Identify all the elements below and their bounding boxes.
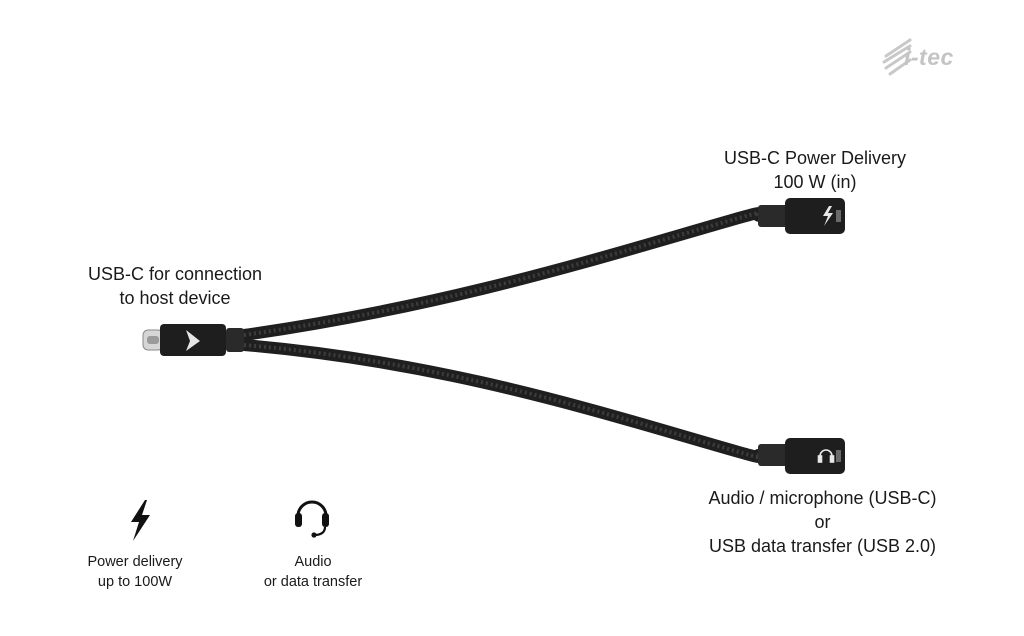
audio-label-line-1: Audio / microphone (USB-C) (708, 488, 937, 508)
host-label-line-2: to host device (119, 288, 231, 308)
power-feature-line-1: Power delivery (87, 554, 183, 570)
host-connection-label: USB-C for connection to host device (70, 262, 280, 310)
audio-feature-line-2: or data transfer (263, 574, 363, 590)
lightning-bolt-icon (131, 500, 150, 541)
i-tec-arrow-icon (186, 330, 200, 351)
logo-text: i-tec (904, 44, 954, 70)
pd-lightning-bolt-icon (823, 206, 833, 226)
audio-label-line-2: or (814, 512, 831, 532)
cable-lower (238, 339, 771, 463)
audio-data-label: Audio / microphone (USB-C) or USB data t… (680, 486, 965, 558)
pd-label-line-2: 100 W (in) (773, 172, 857, 192)
i-tec-logo: i-tec (880, 34, 990, 82)
host-usb-c-plug (142, 324, 244, 356)
power-delivery-feature: Power delivery up to 100W (60, 552, 210, 592)
audio-feature-line-1: Audio (294, 554, 332, 570)
headset-icon (295, 500, 329, 538)
power-feature-line-2: up to 100W (97, 574, 173, 590)
pd-usb-c-socket (758, 198, 845, 234)
i-tec-logo-mark-icon (882, 38, 912, 76)
pd-label-line-1: USB-C Power Delivery (723, 148, 907, 168)
audio-feature: Audio or data transfer (238, 552, 388, 592)
audio-headset-icon (817, 449, 835, 463)
audio-label-line-3: USB data transfer (USB 2.0) (708, 536, 937, 556)
power-delivery-label: USB-C Power Delivery 100 W (in) (700, 146, 930, 194)
host-label-line-1: USB-C for connection (87, 264, 263, 284)
audio-usb-c-socket (758, 438, 845, 474)
